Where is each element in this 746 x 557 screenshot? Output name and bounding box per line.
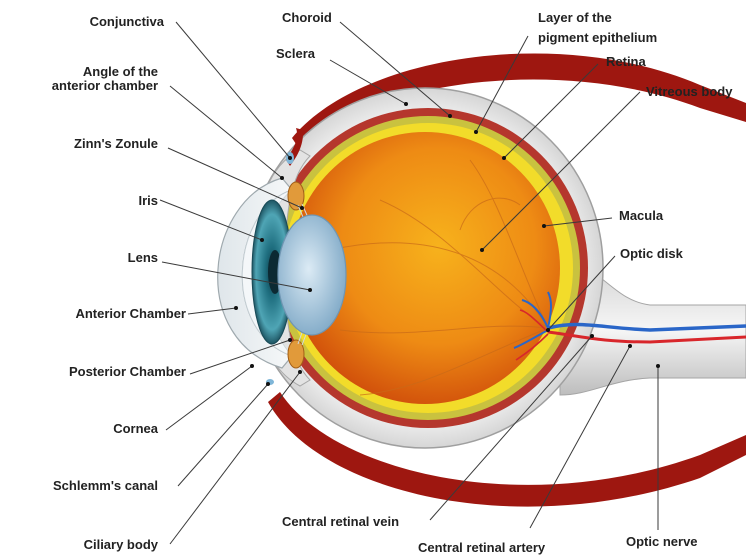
label-pigment-line2: pigment epithelium <box>538 30 657 45</box>
label-ciliary-body: Ciliary body <box>84 537 159 552</box>
label-schlemms-canal: Schlemm's canal <box>53 478 158 493</box>
label-retina: Retina <box>606 54 647 69</box>
label-angle-line1: Angle of the <box>83 64 158 79</box>
label-vitreous-body: Vitreous body <box>646 84 733 99</box>
label-lens: Lens <box>128 250 158 265</box>
label-choroid: Choroid <box>282 10 332 25</box>
label-pigment-line1: Layer of the <box>538 10 612 25</box>
label-zinns-zonule: Zinn's Zonule <box>74 136 158 151</box>
label-posterior-chamber: Posterior Chamber <box>69 364 186 379</box>
label-optic-disk: Optic disk <box>620 246 684 261</box>
ciliary-body-lower <box>288 340 304 368</box>
label-central-retinal-vein: Central retinal vein <box>282 514 399 529</box>
label-angle-line2: anterior chamber <box>52 78 158 93</box>
label-conjunctiva: Conjunctiva <box>90 14 165 29</box>
label-macula: Macula <box>619 208 664 223</box>
label-central-retinal-artery: Central retinal artery <box>418 540 546 555</box>
lens-shape <box>278 215 346 335</box>
label-anterior-chamber: Anterior Chamber <box>75 306 186 321</box>
label-cornea: Cornea <box>113 421 159 436</box>
label-optic-nerve: Optic nerve <box>626 534 698 549</box>
label-iris: Iris <box>138 193 158 208</box>
label-sclera: Sclera <box>276 46 316 61</box>
